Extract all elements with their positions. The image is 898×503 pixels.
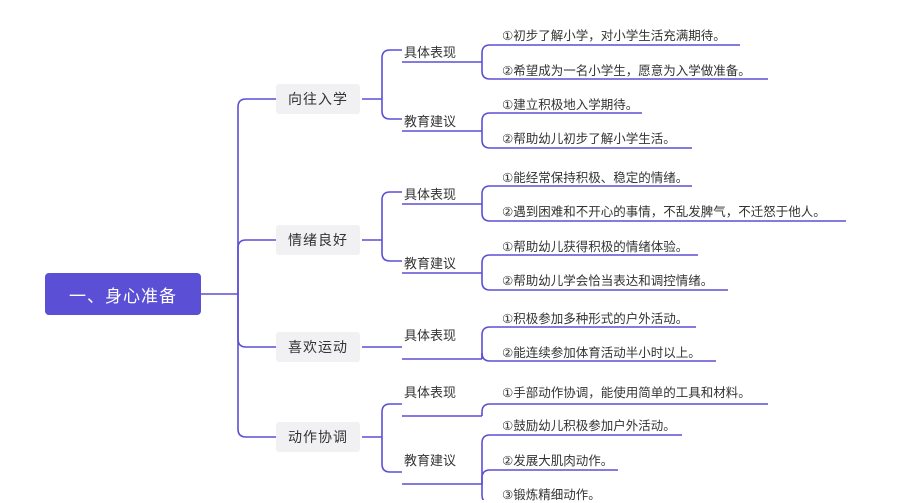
leaf-item[interactable]: ①帮助幼儿获得积极的情绪体验。 <box>502 239 689 254</box>
leaf-branch-line <box>481 352 500 362</box>
leaf-item[interactable]: ①手部动作协调，能使用简单的工具和材料。 <box>502 385 751 400</box>
leaf-item[interactable]: ②希望成为一名小学生，愿意为入学做准备。 <box>502 63 751 78</box>
topic-branch-line <box>381 99 402 120</box>
topic-xiangwang-ruxue[interactable]: 向往入学 <box>276 84 360 114</box>
leaf-item[interactable]: ②帮助幼儿初步了解小学生活。 <box>502 131 676 146</box>
root-branch-line <box>237 98 276 294</box>
root-branch-line <box>237 294 276 348</box>
leaf-branch-line <box>481 403 500 416</box>
leaf-item[interactable]: ①鼓励幼儿积极参加户外活动。 <box>502 418 676 433</box>
leaf-branch-line <box>481 112 500 131</box>
subgroup-label[interactable]: 教育建议 <box>404 454 457 469</box>
subgroup-label[interactable]: 教育建议 <box>404 257 457 272</box>
leaf-branch-line <box>481 185 500 204</box>
topic-qingxu-lianghao[interactable]: 情绪良好 <box>276 225 360 255</box>
topic-branch-line <box>381 240 402 262</box>
leaf-branch-line <box>481 469 500 484</box>
leaf-branch-line <box>481 204 500 222</box>
topic-branch-line <box>381 49 402 99</box>
leaf-branch-line <box>481 131 500 149</box>
leaf-item[interactable]: ②发展大肌肉动作。 <box>502 453 614 468</box>
leaf-item[interactable]: ①建立积极地入学期待。 <box>502 97 639 112</box>
topic-xihuan-yundong[interactable]: 喜欢运动 <box>276 332 360 362</box>
topic-dongzuo-xietiao[interactable]: 动作协调 <box>276 422 360 452</box>
subgroup-label[interactable]: 具体表现 <box>404 46 457 61</box>
topic-branch-line <box>381 403 402 437</box>
topic-branch-line <box>381 191 402 240</box>
subgroup-label[interactable]: 教育建议 <box>404 115 457 130</box>
leaf-branch-line <box>481 44 500 62</box>
leaf-branch-line <box>481 434 500 484</box>
leaf-item[interactable]: ②能连续参加体育活动半小时以上。 <box>502 345 701 360</box>
subgroup-label[interactable]: 具体表现 <box>404 386 457 401</box>
root-node[interactable]: 一、身心准备 <box>45 273 201 315</box>
topic-branch-line <box>381 437 402 473</box>
subgroup-label[interactable]: 具体表现 <box>404 188 457 203</box>
leaf-item[interactable]: ③锻炼精细动作。 <box>502 487 601 502</box>
leaf-item[interactable]: ①积极参加多种形式的户外活动。 <box>502 311 689 326</box>
subgroup-label[interactable]: 具体表现 <box>404 329 457 344</box>
leaf-item[interactable]: ②帮助幼儿学会恰当表达和调控情绪。 <box>502 273 714 288</box>
leaf-branch-line <box>481 62 500 80</box>
leaf-item[interactable]: ②遇到困难和不开心的事情，不乱发脾气，不迁怒于他人。 <box>502 204 826 219</box>
root-branch-line <box>237 294 276 438</box>
leaf-branch-line <box>481 273 500 291</box>
leaf-branch-line <box>481 254 500 273</box>
leaf-item[interactable]: ①初步了解小学，对小学生活充满期待。 <box>502 28 726 43</box>
root-branch-line <box>237 239 276 294</box>
leaf-item[interactable]: ①能经常保持积极、稳定的情绪。 <box>502 170 689 185</box>
leaf-branch-line <box>481 326 500 359</box>
leaf-branch-line <box>481 484 485 500</box>
